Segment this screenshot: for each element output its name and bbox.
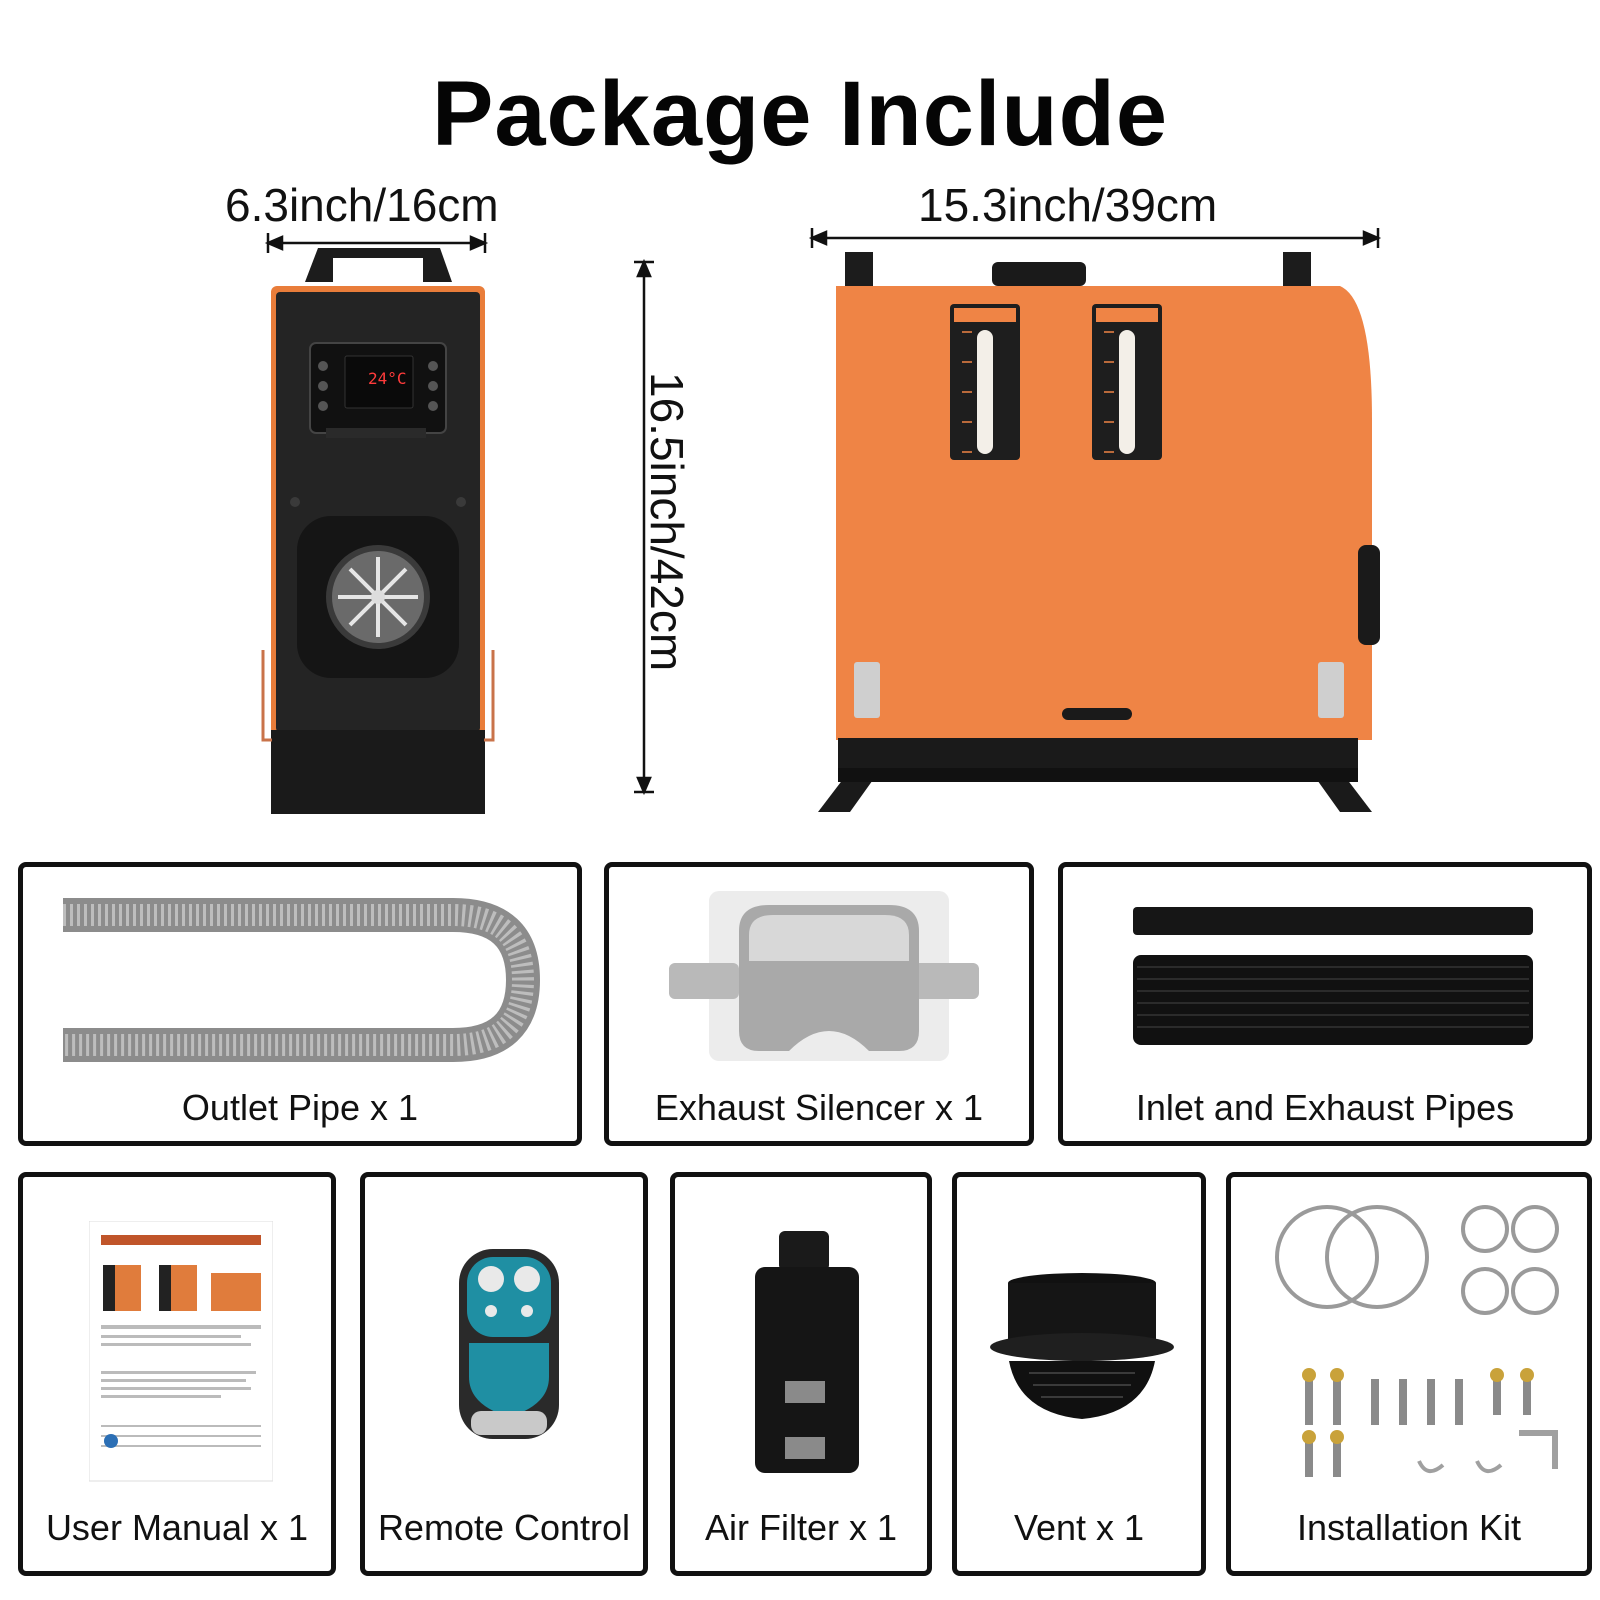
vent-image [990,1273,1174,1419]
front-width-arrow [264,233,489,253]
outlet-pipe-image [63,898,541,1062]
item-label-inlet-exhaust-pipes: Inlet and Exhaust Pipes [1135,1087,1515,1128]
item-label-outlet-pipe: Outlet Pipe x 1 [181,1087,419,1128]
item-card-outlet-pipe: Outlet Pipe x 1 [18,862,582,1146]
side-width-arrow [808,228,1382,248]
heater-side-view [818,252,1380,812]
page-title: Package Include [432,63,1168,165]
item-card-remote-control: Remote Control [360,1172,648,1576]
air-filter-image [755,1231,859,1473]
item-label-remote-control: Remote Control [377,1507,631,1548]
user-manual-image [89,1221,273,1482]
item-label-air-filter: Air Filter x 1 [704,1507,898,1548]
remote-control-image [459,1249,559,1439]
height-arrow [634,258,654,796]
heater-front-view: 24°C [261,248,495,814]
inlet-exhaust-pipes-image [1133,907,1533,1045]
item-card-exhaust-silencer: Exhaust Silencer x 1 [604,862,1034,1146]
controller-display: 24°C [368,369,407,388]
item-card-vent: Vent x 1 [952,1172,1206,1576]
item-card-air-filter: Air Filter x 1 [670,1172,932,1576]
item-card-installation-kit: Installation Kit [1226,1172,1592,1576]
item-label-exhaust-silencer: Exhaust Silencer x 1 [654,1087,984,1128]
heater-illustration: 24°C [261,228,1382,814]
item-label-installation-kit: Installation Kit [1296,1507,1522,1548]
item-card-user-manual: User Manual x 1 [18,1172,336,1576]
side-width-label: 15.3inch/39cm [918,179,1218,231]
exhaust-silencer-image [669,891,979,1061]
item-card-inlet-exhaust-pipes: Inlet and Exhaust Pipes [1058,862,1592,1146]
installation-kit-image [1275,1205,1559,1477]
front-width-label: 6.3inch/16cm [225,179,499,231]
item-label-vent: Vent x 1 [1013,1507,1145,1548]
item-label-user-manual: User Manual x 1 [45,1507,309,1548]
